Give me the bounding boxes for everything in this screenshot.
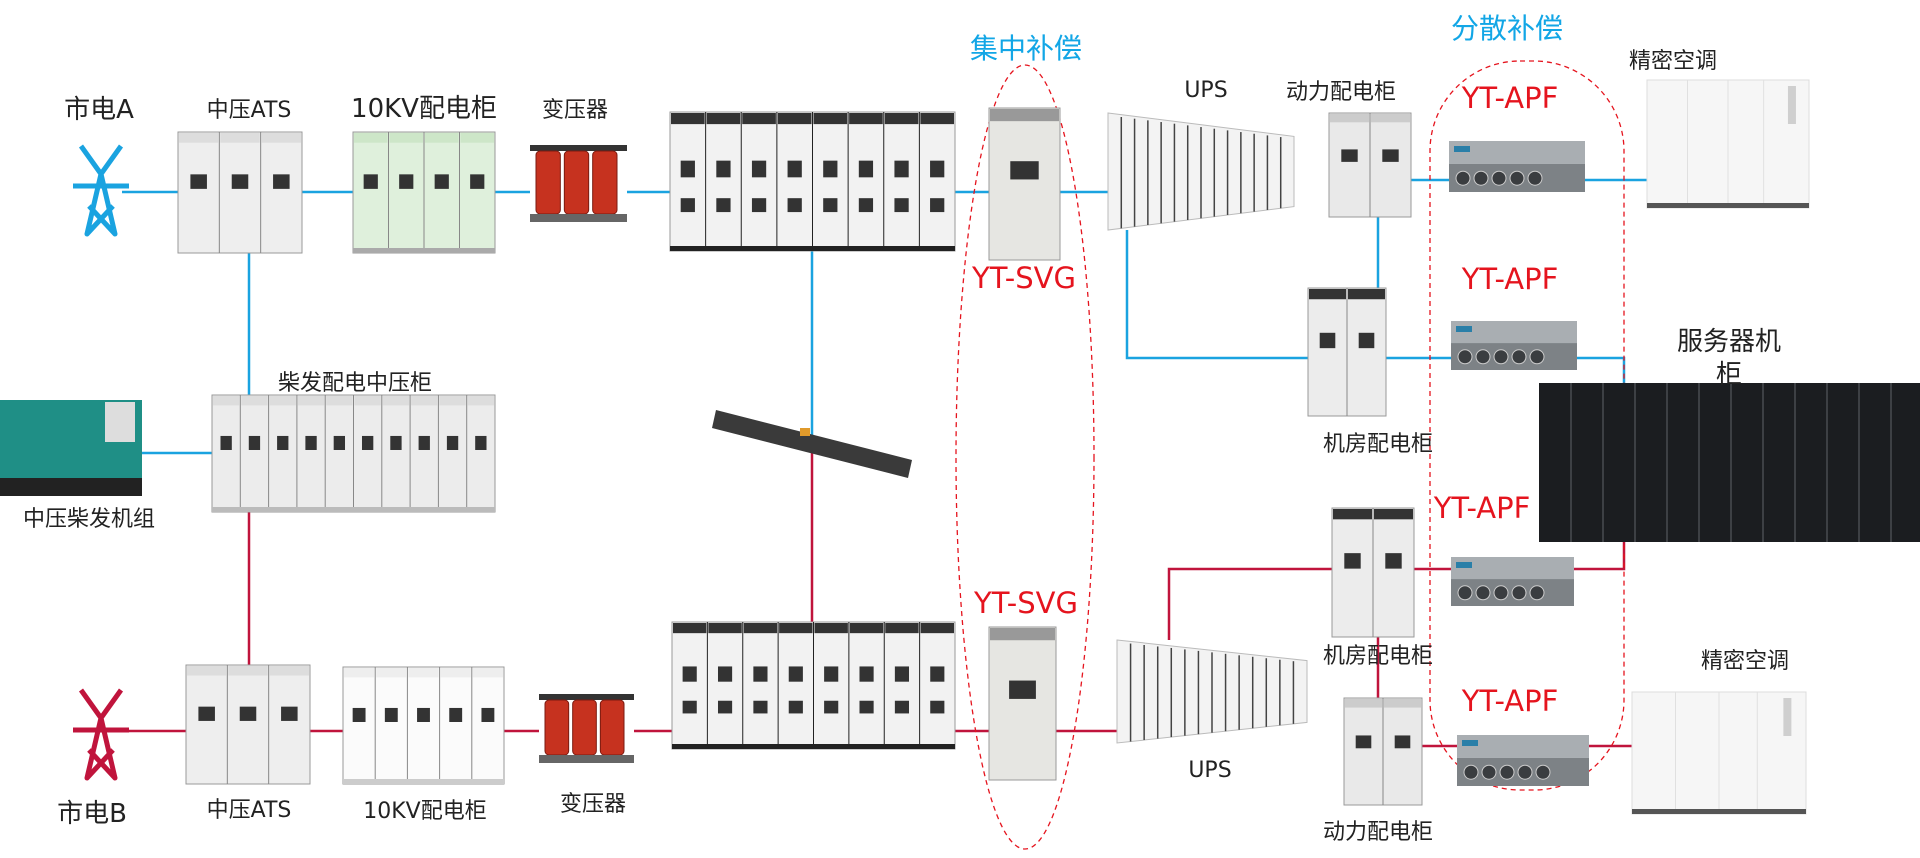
ups-a-label: UPS (1184, 78, 1227, 103)
precision-ac-b-label: 精密空调 (1701, 649, 1789, 674)
diesel-genset (0, 400, 142, 496)
compensation-boundaries (955, 60, 1625, 850)
connection-lines (122, 178, 1647, 748)
ups-b (1116, 639, 1308, 744)
diesel-mv-cabinet (211, 394, 496, 513)
precision-ac-a (1646, 79, 1810, 209)
apf-4 (1457, 735, 1589, 786)
svg-b-label: YT-SVG (973, 586, 1078, 620)
lv-switchgear-a (669, 111, 956, 252)
server-rack-label-line2: 柜 (1716, 360, 1742, 390)
transformer-a (530, 145, 627, 222)
ups-b-to-room-cabinet-line (1167, 567, 1332, 640)
centralized-compensation-label: 集中补偿 (970, 32, 1082, 65)
power-cabinet-a-label: 动力配电柜 (1286, 80, 1396, 105)
labels: 集中补偿 分散补偿 市电A 中压ATS 10KV配电柜 变压器 UPS 动力配电… (23, 12, 1789, 845)
svg-cabinet-a (988, 107, 1061, 261)
apf3-to-server-line (1574, 542, 1626, 571)
apf-3 (1451, 557, 1574, 606)
precision-ac-b (1631, 691, 1807, 815)
room-cabinet-b (1331, 507, 1415, 638)
apf-2-label: YT-APF (1461, 262, 1559, 296)
svg-a-label: YT-SVG (971, 261, 1076, 295)
ups-b-label: UPS (1188, 758, 1231, 783)
grid-b-label: 市电B (57, 799, 127, 829)
ups-a-to-room-cabinet-line (1125, 230, 1308, 360)
diesel-mv-cabinet-label: 柴发配电中压柜 (278, 371, 432, 396)
10kv-cabinet-a (352, 131, 496, 254)
equipment (0, 79, 1920, 815)
ups-a (1107, 112, 1295, 231)
busway (712, 410, 912, 478)
transformer-b-label: 变压器 (560, 792, 626, 817)
apf-1-label: YT-APF (1461, 81, 1559, 115)
room-cabinet-b-label: 机房配电柜 (1323, 644, 1433, 669)
apf-4-label: YT-APF (1461, 684, 1559, 718)
mv-ats-a-label: 中压ATS (207, 98, 292, 123)
grid-a-label: 市电A (64, 95, 134, 125)
precision-ac-a-label: 精密空调 (1629, 49, 1717, 74)
power-cabinet-a (1328, 112, 1412, 218)
grid-b-tower-icon (73, 688, 129, 781)
transformer-a-label: 变压器 (542, 98, 608, 123)
distributed-compensation-label: 分散补偿 (1451, 12, 1563, 45)
mv-ats-b-label: 中压ATS (207, 798, 292, 823)
server-rack (1539, 383, 1920, 542)
10kv-cabinet-b (342, 666, 505, 785)
mv-diesel-genset-label: 中压柴发机组 (23, 507, 155, 532)
apf-1 (1449, 141, 1585, 192)
10kv-cabinet-a-label: 10KV配电柜 (351, 94, 497, 124)
mv-ats-a-cabinet (177, 131, 303, 254)
room-cabinet-a (1307, 287, 1387, 417)
room-cabinet-a-label: 机房配电柜 (1323, 432, 1433, 457)
server-rack-label-line1: 服务器机 (1677, 327, 1781, 357)
lv-switchgear-b (671, 621, 956, 750)
transformer-b (539, 694, 634, 763)
grid-a-tower-icon (73, 144, 129, 237)
mv-ats-b-cabinet (185, 664, 311, 785)
svg-cabinet-b (988, 626, 1057, 781)
apf-2 (1451, 321, 1577, 370)
power-cabinet-b-label: 动力配电柜 (1323, 820, 1433, 845)
power-cabinet-b (1343, 697, 1423, 806)
centralized-compensation-boundary (955, 64, 1095, 850)
apf-3-label: YT-APF (1433, 491, 1531, 525)
apf2-to-server-line (1577, 356, 1626, 383)
10kv-cabinet-b-label: 10KV配电柜 (363, 799, 486, 824)
